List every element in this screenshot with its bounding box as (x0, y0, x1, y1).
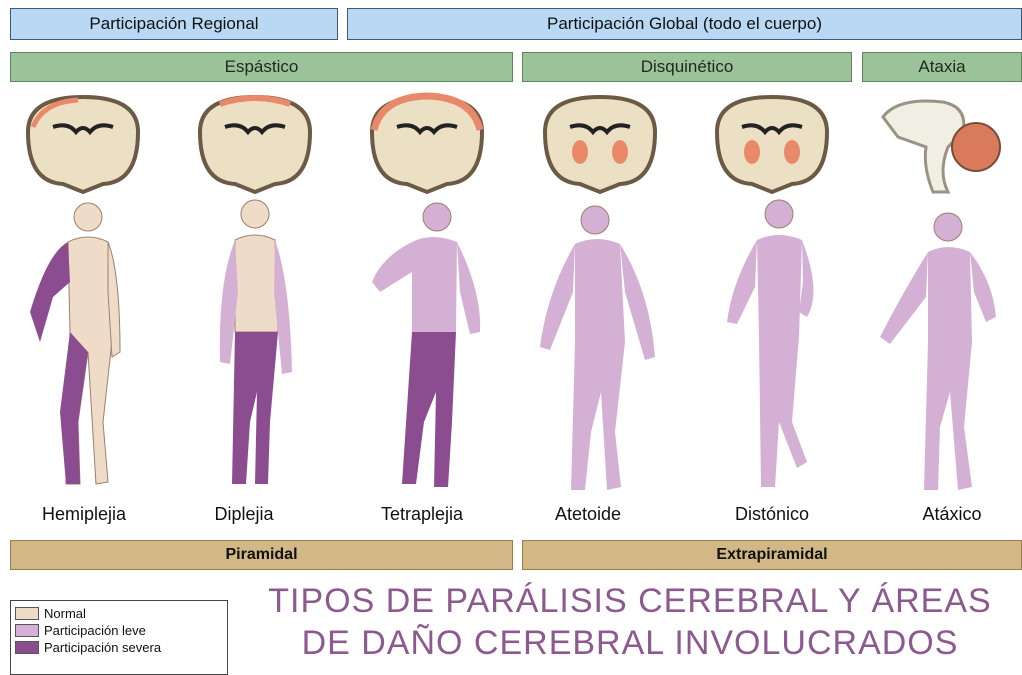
ataxic-illustration (880, 99, 1001, 490)
athetoid-illustration (540, 94, 658, 490)
regional-involvement-header: Participación Regional (10, 8, 338, 40)
figure-label-diplegia: Diplejia (214, 504, 274, 524)
page-title: TIPOS DE PARÁLISIS CEREBRAL Y ÁREAS DE D… (250, 580, 1010, 664)
title-line-2: DE DAÑO CEREBRAL INVOLUCRADOS (301, 624, 959, 662)
hemiplegia-illustration (25, 94, 141, 485)
pyramidal-bar: Piramidal (10, 540, 513, 570)
pyramidal-label: Piramidal (225, 546, 298, 563)
legend-label-normal: Normal (44, 606, 86, 621)
figure-athetoid (525, 92, 675, 512)
extrapyramidal-label: Extrapiramidal (716, 546, 828, 563)
global-involvement-label: Participación Global (todo el cuerpo) (547, 14, 822, 33)
dyskinetic-category: Disquinético (522, 52, 852, 82)
figure-label-hemiplegia: Hemiplejia (41, 504, 127, 524)
ataxia-category: Ataxia (862, 52, 1022, 82)
figure-label-dystonic: Distónico (734, 504, 810, 524)
dystonic-illustration (714, 94, 830, 487)
figure-dystonic (697, 92, 847, 512)
spastic-category: Espástico (10, 52, 513, 82)
dyskinetic-label: Disquinético (640, 57, 734, 76)
legend-item-severe: Participación severa (15, 639, 227, 656)
legend-item-mild: Participación leve (15, 622, 227, 639)
legend-item-normal: Normal (15, 605, 227, 622)
global-involvement-header: Participación Global (todo el cuerpo) (347, 8, 1022, 40)
diplegia-illustration (197, 94, 313, 484)
normal-swatch (15, 607, 39, 620)
figure-label-tetraplegia: Tetraplejia (380, 504, 464, 524)
mild-swatch (15, 624, 39, 637)
spastic-label: Espástico (224, 57, 299, 76)
legend: Normal Participación leve Participación … (10, 600, 228, 675)
legend-label-mild: Participación leve (44, 623, 146, 638)
legend-label-severe: Participación severa (44, 640, 162, 655)
figure-ataxic (868, 92, 1018, 512)
tetraplegia-illustration (369, 92, 485, 487)
extrapyramidal-bar: Extrapiramidal (522, 540, 1022, 570)
ataxia-label: Ataxia (918, 57, 966, 76)
regional-involvement-label: Participación Regional (89, 14, 259, 33)
figure-tetraplegia (352, 92, 502, 512)
figure-label-athetoid: Atetoide (554, 504, 622, 524)
figure-hemiplegia (8, 92, 158, 512)
title-line-1: TIPOS DE PARÁLISIS CEREBRAL Y ÁREAS (268, 582, 992, 620)
figure-diplegia (180, 92, 330, 512)
severe-swatch (15, 641, 39, 654)
figure-label-ataxic: Atáxico (922, 504, 982, 524)
